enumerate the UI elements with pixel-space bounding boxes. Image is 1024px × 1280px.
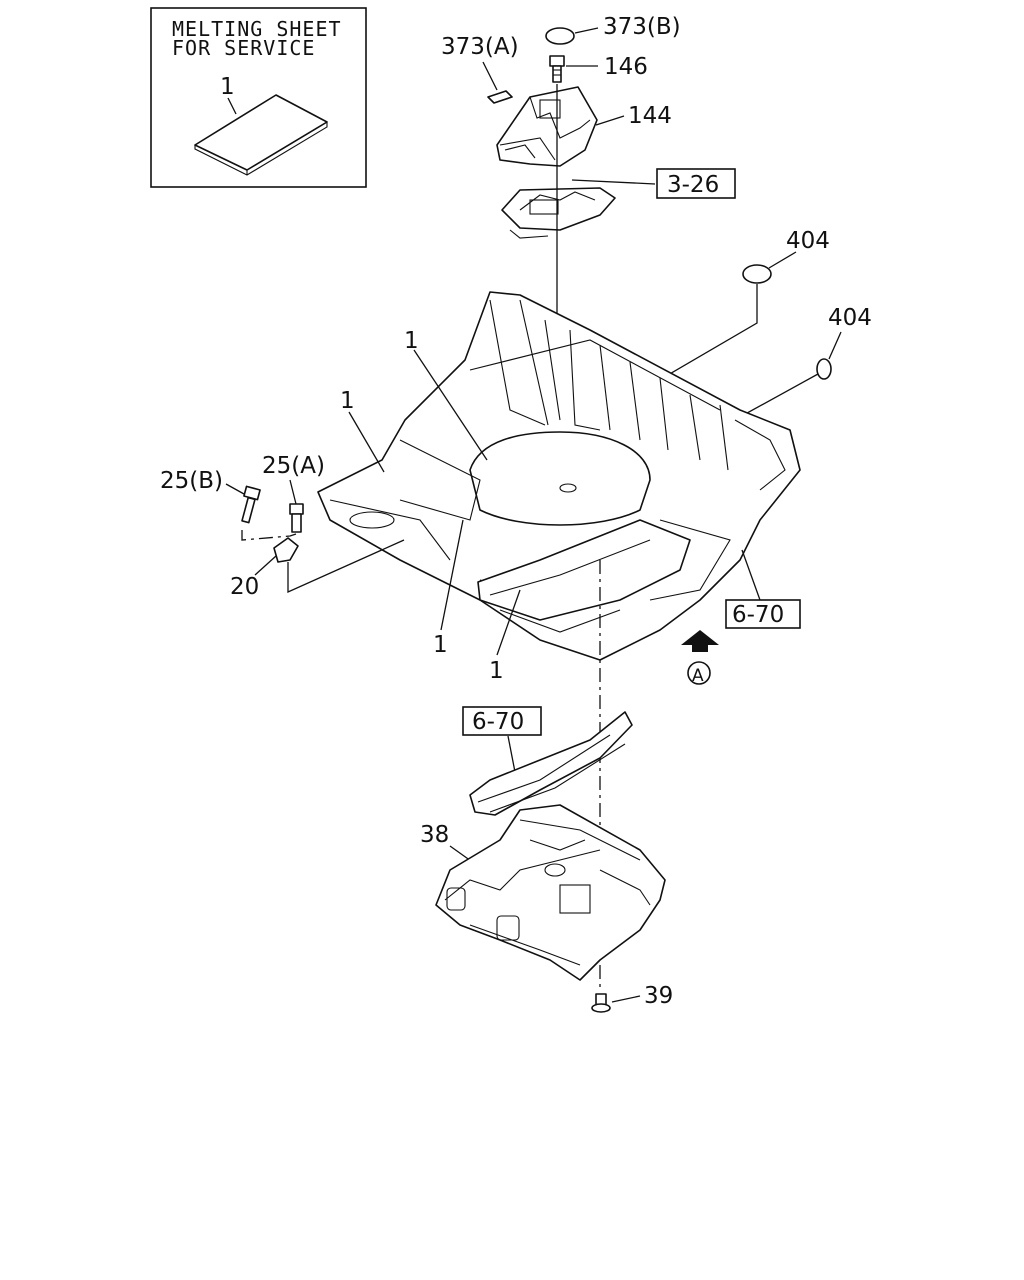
inset-leader: [227, 97, 237, 115]
leader-1-left: [348, 411, 385, 473]
console-cover-144: [496, 86, 625, 167]
label-25a: 25(A): [262, 453, 325, 479]
label-146: 146: [604, 54, 648, 80]
ref-6-70-lower[interactable]: 6-70: [472, 709, 524, 735]
inset-title-line1: MELTING SHEET: [172, 17, 342, 41]
label-38: 38: [420, 822, 449, 848]
bolt-dash-link: [241, 530, 297, 541]
label-20: 20: [230, 574, 259, 600]
label-144: 144: [628, 103, 672, 129]
inset-part-label: 1: [220, 74, 235, 100]
ref-box-6-70-lower: [462, 706, 542, 736]
bolt-39: [591, 993, 641, 1013]
label-373a: 373(A): [441, 34, 519, 60]
ref-6-70-right[interactable]: 6-70: [732, 602, 784, 628]
label-1-bottom-mid: 1: [489, 658, 504, 684]
view-a-arrow-icon: [681, 630, 719, 652]
view-a-label: A: [692, 666, 704, 686]
leader-1-bottom-left: [440, 519, 464, 631]
ref-3-26[interactable]: 3-26: [667, 172, 719, 198]
bolt-25a: [289, 479, 304, 533]
leader-1-bottom-mid: [496, 589, 521, 656]
cap-373b: [545, 27, 599, 45]
bolt-25b: [225, 483, 261, 524]
leader-1-top: [413, 349, 488, 461]
label-404-top: 404: [786, 228, 830, 254]
lower-floor-shell-38: [435, 804, 666, 981]
label-373b: 373(B): [603, 14, 681, 40]
label-1-left: 1: [340, 388, 355, 414]
cross-member-part: [469, 711, 633, 816]
label-404-right: 404: [828, 305, 872, 331]
leader-6-70-lower: [507, 735, 516, 773]
ref-box-3-26: [656, 168, 736, 199]
leader-20-to-floor: [287, 539, 405, 594]
view-a-circle: [687, 661, 711, 685]
clip-373a: [482, 61, 513, 104]
floor-panel: [317, 291, 801, 661]
melting-sheet-part: [194, 94, 328, 176]
label-39: 39: [644, 983, 673, 1009]
ref-box-6-70-right: [725, 599, 801, 629]
bracket-20: [254, 537, 299, 576]
inset-melting-sheet: MELTING SHEET FOR SERVICE 1: [150, 7, 367, 188]
inset-title-line2: FOR SERVICE: [172, 36, 315, 60]
label-1-bottom-left: 1: [433, 632, 448, 658]
label-1-top: 1: [404, 328, 419, 354]
bolt-146: [549, 55, 598, 83]
label-25b: 25(B): [160, 468, 223, 494]
bracket-assembly-3-26: [501, 179, 656, 239]
leader-6-70-right: [741, 549, 761, 601]
